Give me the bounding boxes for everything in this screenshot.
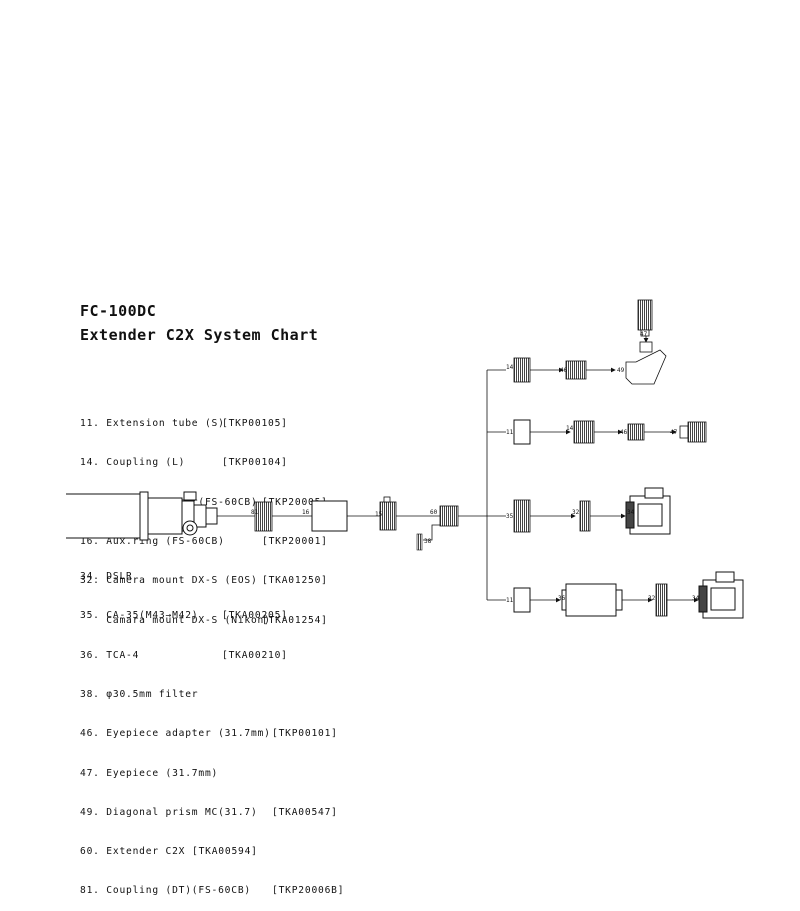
telescope-tube [66, 491, 218, 541]
part-label: 16 [302, 509, 310, 516]
legend-item: 14. Coupling (L) [TKP00104] [80, 456, 328, 469]
legend-item: 49. Diagonal prism MC(31.7) [TKA00547] [80, 806, 344, 819]
legend-item: 60. Extender C2X [TKA00594] [80, 845, 344, 858]
legend-item-code: [TKP00101] [272, 728, 338, 740]
row4-part-34-dslr [698, 571, 744, 619]
legend-item-code: [TKP00105] [222, 418, 288, 430]
row1-part-49-diagonal-prism [625, 341, 667, 385]
part-label: 14 [506, 364, 514, 371]
legend-item-name: 81. Coupling (DT)(FS-60CB) [80, 885, 251, 897]
legend-item-name: 36. TCA-4 [80, 649, 140, 661]
legend-item: 36. TCA-4 [TKA00210] [80, 649, 344, 662]
legend-item: 35. CA-35(M43→M42) [TKA00205] [80, 609, 344, 622]
legend-item-name: 16. Aux.ring (FS-60CB) [80, 536, 225, 548]
part-label: 60 [430, 509, 438, 516]
part-label: 34 [692, 595, 700, 602]
legend-item-code: [TKA00547] [272, 806, 338, 818]
legend-item: 32. Camera mount DX-S (EOS) [TKA01250] [80, 574, 328, 587]
legend-item-name: 38. φ30.5mm filter [80, 689, 199, 701]
row2-part-47-eyepiece [679, 421, 707, 443]
legend-item: 11. Extension tube (S)[TKP00105] [80, 417, 328, 430]
filter-leader [423, 524, 440, 541]
legend-item: Camara mount DX-S (Nikon)[TKA01254] [80, 614, 328, 627]
part-60-extender-c2x [439, 505, 459, 527]
legend-item: 46. Eyepiece adapter (31.7mm)[TKP00101] [80, 727, 344, 740]
row3-part-35-ca-35 [513, 499, 531, 533]
legend-item-name: 14. Coupling (L) [80, 457, 186, 469]
row3-part-32-camera-mount [579, 500, 591, 532]
legend-item: 16. Aux.ring (FS-60CB) [TKP20001] [80, 535, 328, 548]
row4-part-36-tca-4 [561, 583, 623, 617]
row3-part-34-dslr [625, 487, 671, 535]
legend-item-name: 49. Diagonal prism MC(31.7) [80, 806, 258, 818]
legend-item-code: [TKA01254] [262, 614, 328, 626]
row1-part-46-eyepiece-adapter [565, 360, 587, 380]
legend-item-code: [TKA00205] [222, 610, 288, 622]
part-label: 11 [506, 429, 514, 436]
row2-part-46-eyepiece-adapter [627, 423, 645, 441]
legend-item-name: 11. Extension tube (S) [80, 418, 225, 430]
part-38-filter [416, 533, 423, 551]
legend-item-code: [TKP20001] [262, 536, 328, 548]
legend-item-code: [TKP20005] [262, 496, 328, 508]
legend-item-name: 35. CA-35(M43→M42) [80, 610, 199, 622]
part-label: 47 [640, 331, 648, 338]
legend-item-code: [TKA01250] [262, 575, 328, 587]
chart-title-system: Extender C2X System Chart [80, 326, 319, 344]
part-label: 14 [566, 425, 574, 432]
part-label: 46 [560, 367, 568, 374]
part-label: 81 [251, 509, 259, 516]
part-label: 38 [424, 538, 432, 545]
part-label: 15 [375, 511, 383, 518]
part-label: 46 [620, 429, 628, 436]
legend-item-name: 34. DSLR [80, 571, 133, 583]
system-diagram: 81 16 15 60 38 14 46 49 47 11 14 46 47 3… [66, 299, 744, 619]
part-label: 32 [572, 509, 580, 516]
row4-part-32-camera-mount [655, 583, 668, 617]
row1-part-14-coupling [513, 357, 531, 383]
row1-part-47-eyepiece [637, 299, 653, 337]
legend-item-code: [TKP00104] [222, 457, 288, 469]
legend-item: 47. Eyepiece (31.7mm) [80, 767, 344, 780]
part-label: 47 [670, 429, 678, 436]
part-16-aux-ring [311, 500, 348, 532]
part-label: 34 [627, 509, 635, 516]
part-label: 49 [617, 367, 625, 374]
part-label: 32 [648, 595, 656, 602]
part-15-visual-adapter [379, 496, 397, 531]
legend-item: 81. Coupling (DT)(FS-60CB) [TKP20006B] [80, 884, 344, 897]
part-label: 35 [506, 513, 514, 520]
part-label: 36 [558, 595, 566, 602]
part-81-coupling-dt [254, 501, 273, 532]
legend-item-name: 47. Eyepiece (31.7mm) [80, 767, 219, 779]
chart-title-model: FC-100DC [80, 302, 157, 320]
legend-item-name: 46. Eyepiece adapter (31.7mm) [80, 728, 271, 740]
row2-part-14-coupling [573, 420, 595, 444]
legend-item-code: [TKP20006B] [272, 885, 345, 897]
part-label: 11 [506, 597, 514, 604]
legend-item-name: Camara mount DX-S (Nikon) [80, 614, 271, 626]
legend-item-name: 60. Extender C2X [80, 846, 186, 858]
legend-item-code: [TKA00594] [192, 846, 258, 858]
row2-part-11-extension-tube [513, 419, 531, 445]
legend-item: 34. DSLR [80, 570, 344, 583]
legend-item: 38. φ30.5mm filter [80, 688, 344, 701]
legend-top: 11. Extension tube (S)[TKP00105] 14. Cou… [80, 391, 328, 640]
legend-item-name: 32. Camera mount DX-S (EOS) [80, 575, 258, 587]
row4-part-11-extension-tube [513, 587, 531, 613]
legend-item-code: [TKA00210] [222, 649, 288, 661]
